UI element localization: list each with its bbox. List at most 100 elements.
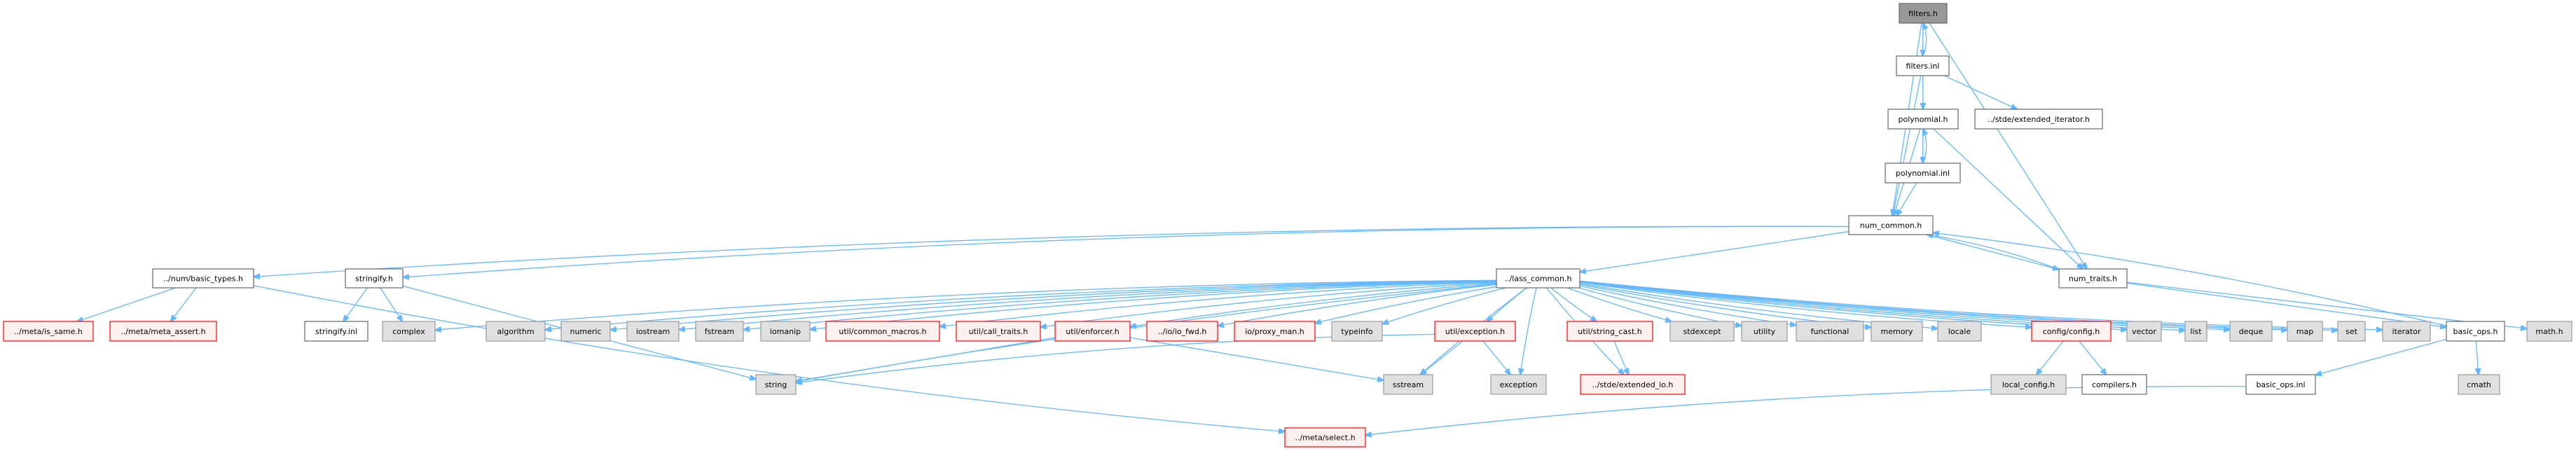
node-num-common[interactable]: num_common.h [1848,215,1934,235]
edge-basic-ops-to-cmath [2476,340,2478,375]
node-ext-iter[interactable]: ../stde/extended_iterator.h [1974,109,2103,130]
node-label: vector [2132,327,2156,336]
node-label: util/common_macros.h [839,327,926,336]
node-box [2382,321,2431,342]
node-box [1434,321,1516,342]
node-num-traits[interactable]: num_traits.h [2058,268,2128,289]
node-label: typeinfo [1341,327,1372,336]
edge-filters-h-to-num-traits [1929,22,2087,269]
node-polynomial-h[interactable]: polynomial.h [1887,109,1959,130]
node-deque: deque [2229,321,2273,342]
node-box [2446,321,2505,342]
node-common-macros: util/common_macros.h [825,321,940,342]
node-label: stdexcept [1683,327,1721,336]
edge-lass-common-to-common-macros [939,281,1497,326]
node-proxy-man: io/proxy_man.h [1234,321,1316,342]
node-stringify-h[interactable]: stringify.h [345,268,404,289]
edge-num-traits-to-num-common [1927,235,2060,270]
node-box [345,268,404,289]
node-label: iomanip [770,327,801,336]
node-box [1937,321,1982,342]
edge-basic-types-to-meta-assert [171,287,197,321]
edge-num-common-to-lass-common [1580,230,1850,272]
node-functional: functional [1796,321,1864,342]
node-label: memory [1881,327,1913,336]
node-label: complex [392,327,425,336]
node-filters-h[interactable]: filters.h [1899,3,1948,24]
node-iomanip: iomanip [760,321,811,342]
node-label: algorithm [497,327,534,336]
edge-polynomial-inl-to-polynomial-h [1922,129,1927,164]
node-label: ../stde/extended_iterator.h [1988,115,2090,124]
edge-config-to-compilers [2079,340,2107,375]
node-label: stringify.h [355,275,393,284]
node-label: local_config.h [2002,380,2055,389]
node-box [2526,321,2572,342]
node-box [695,321,744,342]
edge-exception-h-to-exception [1482,340,1510,375]
node-sstream: sstream [1383,374,1433,395]
node-box [1896,55,1950,76]
edge-lass-common-to-io-fwd [1218,284,1497,326]
node-box [2229,321,2273,342]
edge-exception-h-to-sstream [1421,340,1463,375]
edge-basic-ops-to-basic-ops-inl [2315,338,2447,375]
edge-lass-common-to-stdexcept [1567,287,1672,321]
node-polynomial-inl[interactable]: polynomial.inl [1885,162,1961,183]
node-box [1284,427,1366,447]
node-layer: filters.h filters.inl polynomial.h ../stde/… [3,3,2572,447]
edge-lass-common-to-call-traits [1040,282,1497,327]
node-utility: utility [1741,321,1788,342]
edge-lass-common-to-typeinfo [1382,287,1506,324]
node-basic-ops-inl[interactable]: basic_ops.inl [2245,374,2316,395]
edge-lass-common-to-iostream [679,280,1497,330]
node-config: config/config.h [2031,321,2112,342]
node-iterator: iterator [2382,321,2431,342]
edge-filters-inl-to-filters-h [1922,23,1927,57]
node-label: num_common.h [1860,221,1922,230]
node-box [1871,321,1923,342]
node-label: polynomial.inl [1896,169,1950,178]
node-compilers[interactable]: compilers.h [2081,374,2147,395]
edge-lass-common-to-iomanip [810,281,1497,330]
node-label: set [2346,327,2357,336]
edge-num-common-to-stringify-h [403,226,1850,277]
edge-basic-ops-to-num-common [1933,233,2447,327]
node-label: ../meta/select.h [1295,433,1355,443]
edge-layer [77,23,2527,435]
node-label: num_traits.h [2069,275,2117,284]
node-label: numeric [570,327,601,336]
node-basic-ops[interactable]: basic_ops.h [2446,321,2505,342]
node-box [2081,374,2147,395]
node-label: string [765,380,787,389]
node-string-cast: util/string_cast.h [1566,321,1653,342]
node-label: utility [1754,327,1776,336]
node-basic-types[interactable]: ../num/basic_types.h [152,268,254,289]
node-box [1496,268,1580,289]
node-label: config/config.h [2043,327,2100,336]
node-label: exception [1500,380,1538,389]
node-label: list [2190,327,2202,336]
node-filters-inl[interactable]: filters.inl [1896,55,1950,76]
node-numeric: numeric [560,321,611,342]
node-list: list [2184,321,2207,342]
edge-lass-common-to-enforcer [1130,282,1497,327]
edge-num-common-to-num-traits [1927,234,2059,270]
node-lass-common[interactable]: ../lass_common.h [1496,268,1580,289]
node-box [109,321,217,342]
node-label: stringify.inl [315,327,357,336]
node-vector: vector [2126,321,2162,342]
node-label: ../meta/meta_assert.h [120,327,205,336]
node-set: set [2337,321,2366,342]
edge-polynomial-h-to-num-traits [1933,128,2083,269]
node-stringify-inl[interactable]: stringify.inl [304,321,369,342]
edge-lass-common-to-proxy-man [1315,286,1497,323]
node-meta-assert: ../meta/meta_assert.h [109,321,217,342]
node-label: basic_ops.inl [2256,380,2305,389]
node-label: ../io/io_fwd.h [1158,327,1207,336]
edge-stringify-h-to-complex [380,287,402,321]
node-box [2058,268,2128,289]
node-label: map [2296,327,2313,336]
node-box [152,268,254,289]
edge-basic-types-to-is-same [77,287,176,321]
